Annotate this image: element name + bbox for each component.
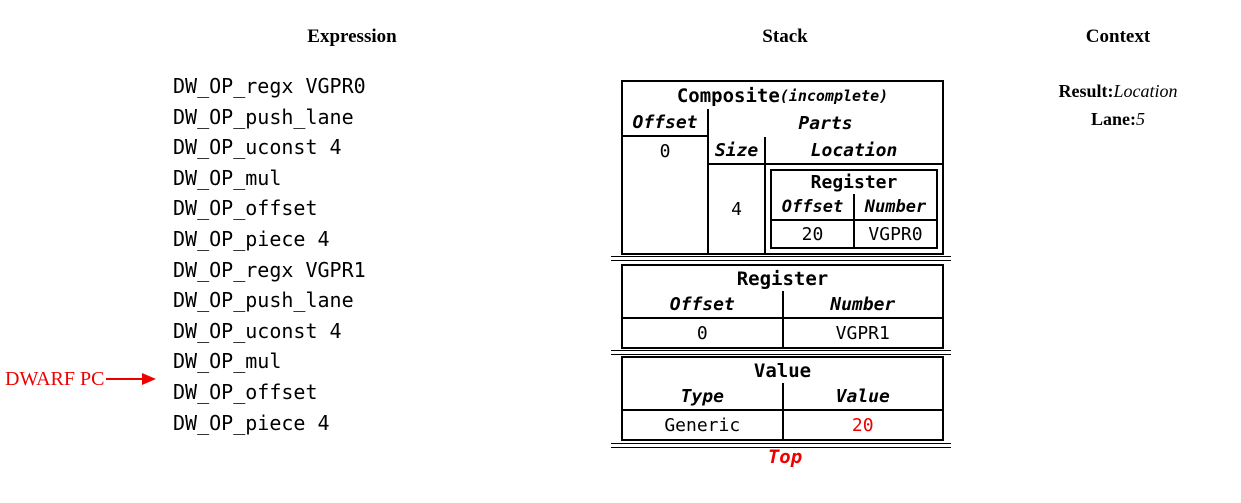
nested-register-number-value: VGPR0: [868, 223, 923, 245]
composite-title: Composite: [676, 84, 780, 107]
stack-top-label: Top: [767, 446, 803, 468]
value-headers: Type Value: [623, 383, 942, 411]
context-block: Result:Location Lane:5: [1058, 78, 1177, 133]
nested-register-offset-header: Offset: [772, 194, 855, 219]
composite-parts-subheaders: Size Location: [709, 137, 942, 165]
composite-incomplete-flag: (incomplete): [779, 86, 889, 105]
expression-op: DW_OP_push_lane: [173, 288, 354, 313]
context-lane-value: 5: [1135, 108, 1145, 129]
composite-title-row: Composite(incomplete): [623, 82, 942, 109]
dwarf-pc-label: DWARF PC: [5, 367, 105, 390]
register-number-header: Number: [830, 293, 896, 315]
expression-op-current: DW_OP_offset: [173, 379, 318, 404]
expression-op: DW_OP_uconst 4: [173, 318, 342, 343]
nested-register-values: 20 VGPR0: [772, 221, 936, 247]
expression-op: DW_OP_piece 4: [173, 226, 330, 251]
value-title: Value: [753, 359, 812, 382]
composite-parts-header: Parts: [798, 112, 853, 134]
register-offset-value: 0: [623, 319, 784, 347]
register-values: 0 VGPR1: [623, 319, 942, 347]
composite-parts-column: Parts Size Location 4 Register Offset Nu…: [709, 109, 942, 253]
value-value-header: Value: [835, 385, 890, 407]
stack-entry-register: Register Offset Number 0 VGPR1: [621, 264, 944, 349]
expression-list: DW_OP_regx VGPR0 DW_OP_push_lane DW_OP_u…: [173, 71, 366, 438]
nested-register-title: Register: [810, 172, 898, 193]
expression-op: DW_OP_regx VGPR1: [173, 257, 366, 282]
value-value-value: 20: [851, 414, 874, 436]
stack-column-title: Stack: [762, 26, 808, 47]
value-type-header: Type: [623, 383, 784, 409]
context-lane-label: Lane:: [1090, 108, 1136, 129]
context-lane-row: Lane:5: [1058, 106, 1177, 134]
expression-op: DW_OP_regx VGPR0: [173, 74, 366, 98]
expression-column-title: Expression: [307, 26, 397, 47]
nested-register-table: Register Offset Number 20 VGPR0: [770, 169, 938, 249]
expression-op: DW_OP_mul: [173, 165, 282, 190]
register-number-value: VGPR1: [835, 322, 890, 344]
composite-location-header: Location: [810, 139, 898, 161]
dwarf-pc-pointer: DWARF PC: [5, 367, 157, 390]
register-headers: Offset Number: [623, 291, 942, 319]
composite-part-location-cell: Register Offset Number 20 VGPR0: [766, 165, 942, 253]
register-offset-header: Offset: [623, 291, 784, 317]
stack-entry-value: Value Type Value Generic 20: [621, 356, 944, 441]
value-type-value: Generic: [623, 411, 784, 439]
composite-part-size-value: 4: [709, 165, 766, 253]
value-values: Generic 20: [623, 411, 942, 439]
expression-op: DW_OP_push_lane: [173, 104, 354, 129]
expression-op: DW_OP_uconst 4: [173, 135, 342, 160]
composite-size-header: Size: [709, 137, 766, 163]
context-result-row: Result:Location: [1058, 78, 1177, 106]
composite-offset-header: Offset: [623, 109, 707, 137]
nested-register-number-header: Number: [864, 196, 927, 217]
stack-bottom-separator: [611, 443, 951, 448]
composite-offset-column: Offset 0: [623, 109, 709, 253]
register-title: Register: [736, 267, 829, 290]
expression-op: DW_OP_piece 4: [173, 410, 330, 435]
nested-register-headers: Offset Number: [772, 194, 936, 221]
context-result-label: Result:: [1058, 81, 1114, 101]
composite-part-row: 4 Register Offset Number 20 VGPR0: [709, 165, 942, 253]
expression-op: DW_OP_mul: [173, 349, 282, 374]
expression-op: DW_OP_offset: [173, 196, 318, 221]
stack-entry-separator: [611, 256, 951, 261]
stack-entry-composite: Composite(incomplete) Offset 0 Parts Siz…: [621, 80, 944, 255]
stack-entry-separator: [611, 350, 951, 355]
composite-offset-value: 0: [659, 141, 671, 162]
nested-register-offset-value: 20: [772, 221, 855, 247]
context-column-title: Context: [1085, 26, 1151, 47]
right-arrow-icon: [106, 373, 157, 385]
context-result-value: Location: [1113, 81, 1178, 101]
composite-body: Offset 0 Parts Size Location 4 Register: [623, 109, 942, 253]
